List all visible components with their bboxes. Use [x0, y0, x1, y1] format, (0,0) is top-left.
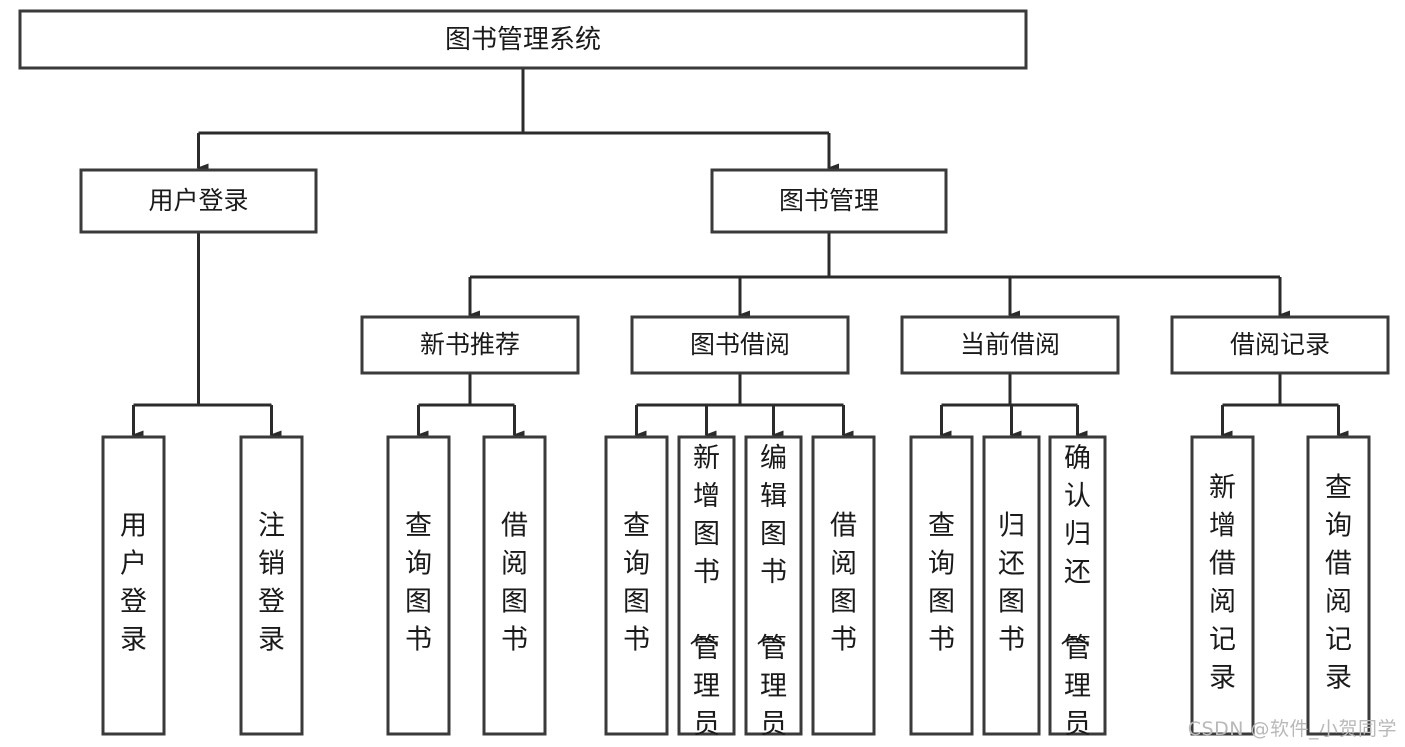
node-current-borrow: 当前借阅 [900, 315, 1120, 375]
leaf-box [101, 435, 166, 736]
node-box [18, 9, 1028, 70]
leaf-box [604, 435, 669, 736]
node-label: 借阅记录 [1230, 330, 1330, 359]
leaf-logout: 注销登录 [239, 435, 304, 736]
leaf-label: 编辑图书（管理员） [753, 443, 787, 747]
leaf-borrow-book: 借阅图书 [811, 435, 876, 736]
node-new-book-recommend: 新书推荐 [360, 315, 580, 375]
node-box [79, 168, 318, 234]
leaf-box [1306, 435, 1371, 736]
leaf-label: 新增图书（管理员） [686, 443, 720, 747]
node-box [360, 315, 580, 375]
node-book-management: 图书管理 [710, 168, 948, 234]
node-label: 图书借阅 [690, 330, 790, 359]
leaf-box [386, 435, 451, 736]
connector-layer [131, 68, 1349, 440]
node-book-borrow: 图书借阅 [630, 315, 850, 375]
leaf-add-book-admin: 新增图书（管理员） [677, 435, 736, 747]
leaf-box [239, 435, 304, 736]
node-book-management-system: 图书管理系统 [18, 9, 1028, 70]
leaf-label: 注销登录 [258, 511, 285, 656]
leaf-user-login: 用户登录 [101, 435, 166, 736]
node-box [630, 315, 850, 375]
leaf-label: 用户登录 [120, 511, 147, 656]
leaf-query-borrow-record: 查询借阅记录 [1306, 435, 1371, 736]
leaf-label: 查询图书 [623, 511, 650, 656]
leaf-box [482, 435, 547, 736]
node-box [1170, 315, 1390, 375]
node-label: 当前借阅 [960, 330, 1060, 359]
leaf-label: 归还图书 [998, 511, 1025, 656]
leaf-query-book: 查询图书 [604, 435, 669, 736]
node-borrow-record: 借阅记录 [1170, 315, 1390, 375]
leaf-borrow-book: 借阅图书 [482, 435, 547, 736]
leaf-box [1048, 435, 1107, 736]
leaf-label: 新增借阅记录 [1209, 473, 1236, 694]
node-label: 图书管理 [779, 186, 879, 215]
leaf-edit-book-admin: 编辑图书（管理员） [744, 435, 803, 747]
leaf-box [1190, 435, 1255, 736]
leaf-box [677, 435, 736, 736]
leaf-label: 确认归还（管理员） [1057, 443, 1091, 747]
node-box [900, 315, 1120, 375]
leaf-box [982, 435, 1041, 736]
node-label: 图书管理系统 [445, 25, 601, 55]
leaf-label: 查询图书 [928, 511, 955, 656]
leaf-label: 借阅图书 [830, 511, 857, 656]
leaf-label: 查询图书 [405, 511, 432, 656]
leaf-add-borrow-record: 新增借阅记录 [1190, 435, 1255, 736]
node-box [710, 168, 948, 234]
leaf-box [811, 435, 876, 736]
node-user-login: 用户登录 [79, 168, 318, 234]
leaf-box [744, 435, 803, 736]
leaf-return-book: 归还图书 [982, 435, 1041, 736]
node-label: 新书推荐 [420, 330, 520, 359]
leaf-query-book: 查询图书 [909, 435, 974, 736]
leaf-confirm-return-admin: 确认归还（管理员） [1048, 435, 1107, 747]
leaf-query-book: 查询图书 [386, 435, 451, 736]
leaf-label: 借阅图书 [501, 511, 528, 656]
leaf-box [909, 435, 974, 736]
leaf-label: 查询借阅记录 [1325, 473, 1352, 694]
node-label: 用户登录 [148, 186, 248, 215]
node-layer: 图书管理系统用户登录图书管理新书推荐图书借阅当前借阅借阅记录用户登录注销登录查询… [18, 9, 1390, 747]
